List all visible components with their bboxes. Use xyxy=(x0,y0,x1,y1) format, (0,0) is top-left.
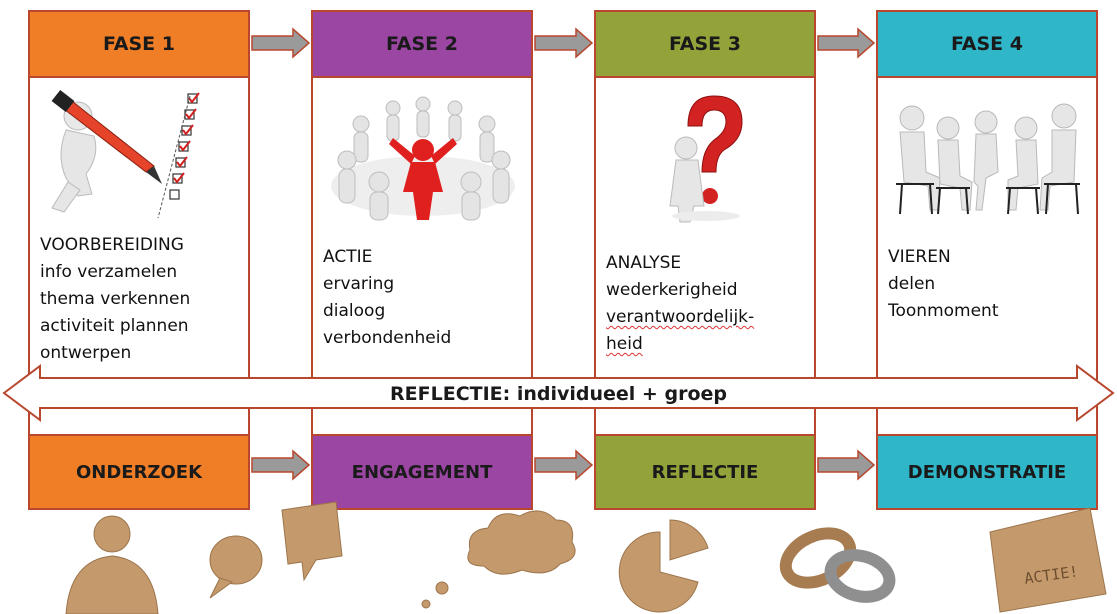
phase-text-3: ANALYSE wederkerigheid verantwoordelijk-… xyxy=(606,250,811,358)
phase-3-line: ANALYSE xyxy=(606,253,682,273)
phase-arrow xyxy=(817,27,876,59)
reflection-label: REFLECTIE: individueel + groep xyxy=(390,383,727,405)
phase-2-line: ACTIE xyxy=(323,247,373,267)
phase-title-4: FASE 4 xyxy=(878,12,1096,78)
phase-column-1: FASE 1 VOORBEREIDING xyxy=(28,10,250,510)
phase-label-2: ENGAGEMENT xyxy=(313,434,531,508)
flow-arrows xyxy=(251,27,876,481)
actie-sign-icon xyxy=(989,507,1107,613)
phase-arrow xyxy=(534,27,594,59)
speech-bubbles-icon xyxy=(209,501,343,599)
phase-label-4: DEMONSTRATIE xyxy=(878,434,1096,508)
phase-2-line: dialoog xyxy=(323,301,386,321)
phase-1-line: activiteit plannen xyxy=(40,316,189,336)
phase-column-3: FASE 3 ANALYSE wederkerigheid verantwoor… xyxy=(594,10,816,510)
phase-title-1: FASE 1 xyxy=(30,12,248,78)
phase-2-line: ervaring xyxy=(323,274,395,294)
person-silhouette-icon xyxy=(65,515,159,614)
cardboard-icons: ACTIE! xyxy=(65,501,1107,614)
label-arrow xyxy=(251,449,311,481)
circle-of-people-icon xyxy=(331,96,515,221)
phase-arrow xyxy=(251,27,311,59)
phase-column-2: FASE 2 ACTIE ervaring di xyxy=(311,10,533,510)
phase-4-line: Toonmoment xyxy=(888,301,999,321)
phase-2-line: verbondenheid xyxy=(323,328,452,348)
phase-text-1: VOORBEREIDING info verzamelen thema verk… xyxy=(40,232,245,367)
label-arrow xyxy=(817,449,876,481)
phase-1-line: VOORBEREIDING xyxy=(40,235,184,255)
thought-cloud-icon xyxy=(421,510,576,609)
question-mark-figure-icon xyxy=(669,95,743,223)
phase-3-line: verantwoordelijk- xyxy=(606,307,755,327)
phase-label-3: REFLECTIE xyxy=(596,434,814,508)
pie-chart-icon xyxy=(618,519,709,613)
phase-title-3: FASE 3 xyxy=(596,12,814,78)
phase-text-2: ACTIE ervaring dialoog verbondenheid xyxy=(323,244,528,352)
phase-1-line: thema verkennen xyxy=(40,289,191,309)
phase-1-line: info verzamelen xyxy=(40,262,178,282)
phase-4-line: VIEREN xyxy=(888,247,951,267)
phase-title-2: FASE 2 xyxy=(313,12,531,78)
seated-group-icon xyxy=(896,103,1080,215)
reflection-double-arrow xyxy=(2,364,1115,422)
phase-column-4: FASE 4 VIEREN delen Toonmoment DEMONSTRA… xyxy=(876,10,1098,510)
phase-3-line: wederkerigheid xyxy=(606,280,738,300)
phase-4-line: delen xyxy=(888,274,936,294)
pen-checklist-figure-icon xyxy=(51,89,200,219)
chain-link-icon xyxy=(779,527,896,603)
phase-label-1: ONDERZOEK xyxy=(30,434,248,508)
label-arrow xyxy=(534,449,594,481)
phase-3-line: heid xyxy=(606,334,643,354)
phase-1-line: ontwerpen xyxy=(40,343,132,363)
phase-text-4: VIEREN delen Toonmoment xyxy=(888,244,1093,325)
